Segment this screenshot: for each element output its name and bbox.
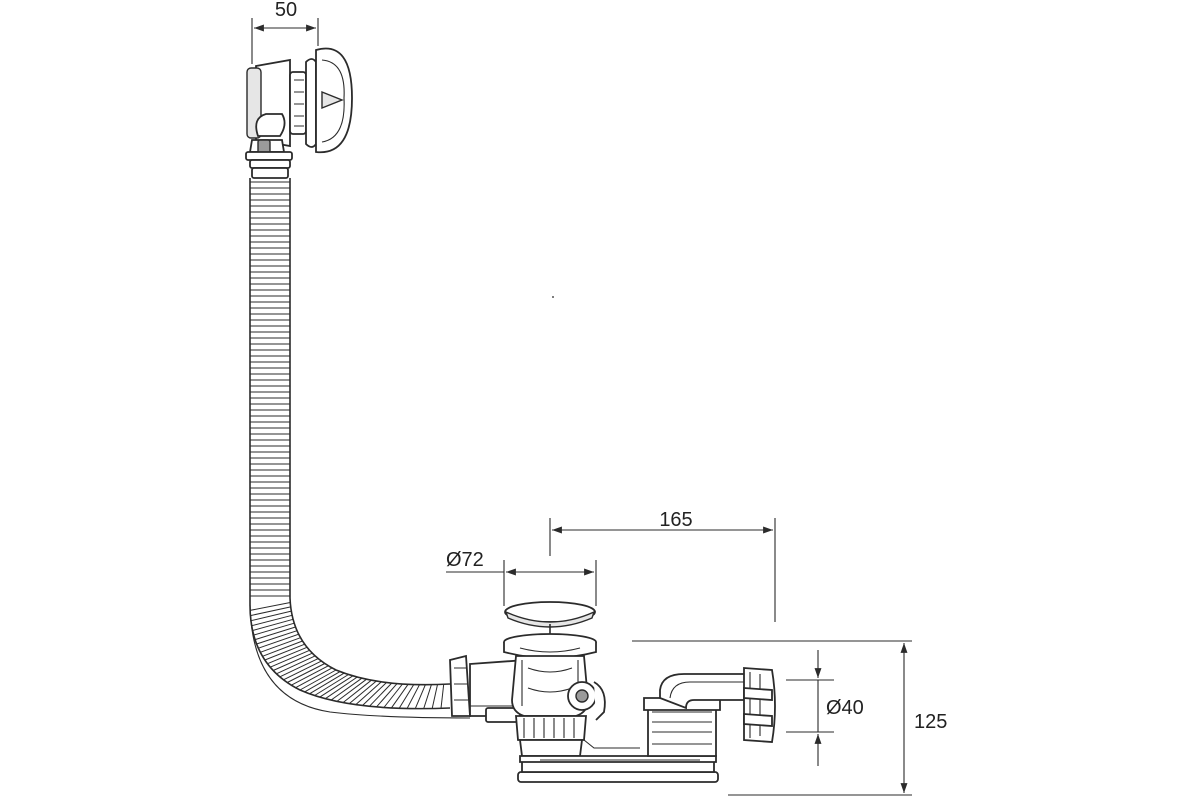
flexible-hose — [249, 178, 471, 719]
hose-rib — [314, 674, 349, 696]
drain-body — [449, 601, 606, 757]
hose-rib — [299, 669, 337, 691]
dimension-label-50: 50 — [275, 0, 297, 21]
dimension-label-40: Ø40 — [826, 697, 864, 719]
hose-rib — [369, 682, 393, 707]
hose-rib — [283, 660, 322, 681]
hose-rib — [254, 626, 296, 641]
hose-rib — [287, 663, 326, 683]
hose-rib — [272, 652, 313, 671]
hose-rib — [376, 683, 398, 708]
hose-rib — [383, 683, 403, 708]
speck — [552, 296, 554, 298]
hose-rib — [336, 678, 367, 702]
hose-rib — [251, 614, 293, 627]
dimension-plug-diameter: Ø72 — [446, 549, 597, 606]
dimension-outlet-diameter: Ø40 — [786, 650, 864, 766]
hose-rib — [325, 676, 358, 700]
hose-rib — [355, 681, 382, 705]
hose-rib — [431, 684, 438, 709]
hose-rib — [309, 672, 345, 695]
hose-rib — [440, 684, 445, 709]
dimension-50: 50 — [251, 0, 319, 64]
hose-rib — [291, 665, 329, 686]
dimension-label-125: 125 — [914, 711, 947, 733]
hose-rib — [264, 643, 305, 661]
hose-corrugations — [250, 181, 445, 709]
hose-rib — [423, 684, 432, 709]
hose-rib — [304, 671, 341, 693]
hose-rib — [250, 602, 291, 611]
hose-rib — [260, 637, 301, 653]
hose-rib — [276, 655, 316, 675]
hose-rib — [362, 682, 387, 706]
hose-rib — [414, 684, 426, 709]
dimension-label-165: 165 — [659, 509, 692, 531]
hose-rib — [258, 633, 299, 649]
hose-rib — [256, 630, 298, 645]
dimension-label-72: Ø72 — [446, 549, 484, 571]
trap — [517, 667, 776, 783]
hose-rib — [267, 646, 308, 665]
hose-rib — [295, 667, 333, 689]
hose-rib — [319, 675, 354, 698]
hose-rib — [348, 680, 377, 704]
hose-rib — [330, 677, 363, 701]
hose-rib — [252, 618, 294, 631]
hose-rib — [262, 640, 303, 657]
hose-rib — [253, 622, 295, 636]
hose-rib — [250, 610, 292, 622]
hose-rib — [250, 606, 291, 617]
hose-rib — [270, 649, 310, 668]
hose-rib — [390, 684, 409, 709]
dimension-125: 125 — [632, 640, 947, 796]
hose-rib — [342, 679, 372, 703]
hose-rib — [279, 658, 319, 678]
hose-rib — [398, 684, 415, 709]
overflow-head — [245, 47, 353, 179]
hose-rib — [406, 684, 420, 709]
dimension-165: 165 — [549, 509, 776, 622]
